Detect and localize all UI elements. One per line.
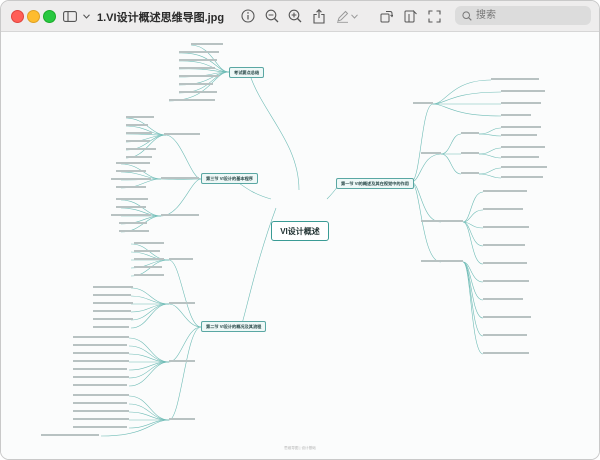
chevron-down-icon[interactable]: [81, 7, 91, 25]
topic-section-one: 第一节 VI的概述及其在视觉中的作用: [336, 178, 414, 189]
central-topic: VI设计概述: [271, 221, 329, 241]
image-footer: 思维导图 | 设计基础: [284, 446, 316, 450]
topic-section-three: 第三节 VI设计的基本程序: [201, 173, 258, 184]
search-field[interactable]: [455, 6, 591, 25]
title-bar: 1.VI设计概述思维导图.jpg: [1, 1, 599, 32]
close-button[interactable]: [11, 10, 24, 23]
info-icon[interactable]: [239, 7, 257, 25]
zoom-out-icon[interactable]: [263, 7, 281, 25]
minimize-button[interactable]: [27, 10, 40, 23]
topic-section-two: 第二节 VI设计的概况及其流程: [201, 321, 267, 332]
sidebar-toggle-icon[interactable]: [59, 7, 81, 25]
zoom-in-icon[interactable]: [286, 7, 304, 25]
image-canvas: VI设计概述 考试要点总结 第三节 VI设计的基本程序 第二节 VI设计的概况及…: [1, 32, 599, 459]
topic-exam-points: 考试要点总结: [229, 67, 265, 78]
window-title: 1.VI设计概述思维导图.jpg: [97, 12, 225, 24]
zoom-window-button[interactable]: [43, 10, 56, 23]
search-input[interactable]: [474, 9, 578, 22]
markup-pen-icon[interactable]: [335, 7, 349, 25]
share-icon[interactable]: [310, 7, 328, 25]
fit-window-icon[interactable]: [425, 7, 443, 25]
rotate-icon[interactable]: [377, 7, 395, 25]
crop-icon[interactable]: [401, 7, 419, 25]
markup-chevron-icon[interactable]: [349, 7, 359, 25]
search-icon: [462, 10, 472, 21]
mindmap-leaf-labels: [41, 43, 547, 436]
